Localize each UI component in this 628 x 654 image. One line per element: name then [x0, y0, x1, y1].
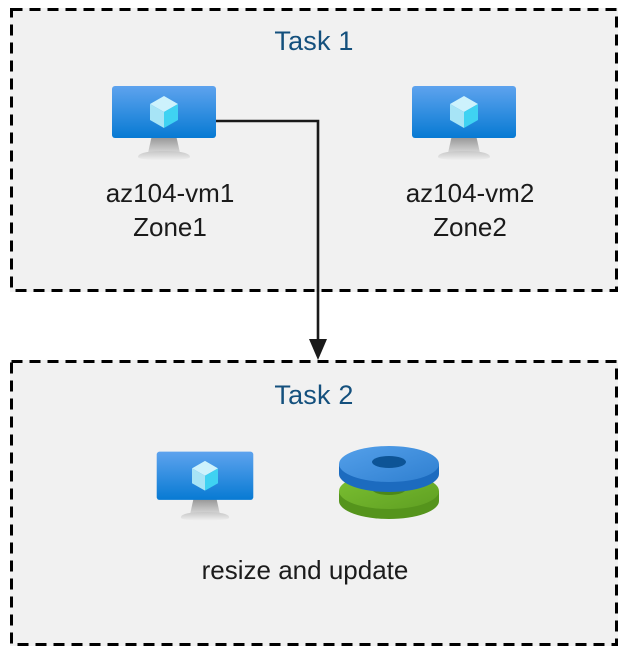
virtual-machine-icon-vm3 [153, 448, 257, 524]
arrowhead-icon [309, 339, 327, 360]
vm2-label: az104-vm2 Zone2 [405, 178, 535, 243]
task-2-caption: resize and update [201, 555, 409, 585]
task-1-title: Task 1 [274, 26, 354, 56]
virtual-machine-icon-vm1 [108, 83, 220, 163]
task-2-title: Task 2 [274, 380, 354, 410]
vm1-label: az104-vm1 Zone1 [105, 178, 235, 243]
virtual-machine-icon-vm2 [408, 83, 520, 163]
managed-disks-icon [336, 444, 442, 524]
